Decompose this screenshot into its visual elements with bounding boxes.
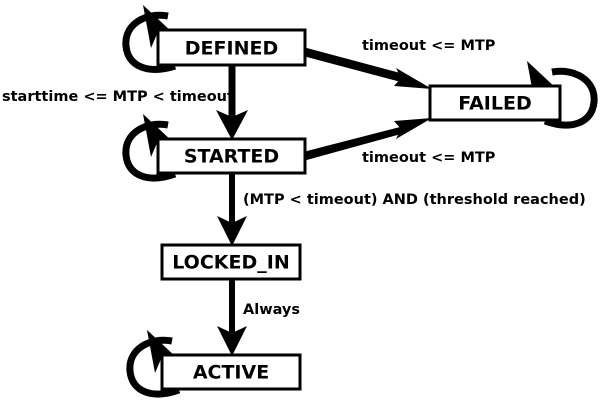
state-label-defined: DEFINED (185, 38, 278, 60)
failed-self-loop-path (543, 67, 598, 129)
edge-label-started-locked-in: (MTP < timeout) AND (threshold reached) (243, 192, 586, 208)
transition-started-locked-in[interactable] (217, 173, 247, 246)
state-box-started (156, 137, 307, 175)
transition-started-failed[interactable] (303, 118, 432, 161)
started-failed-arrowhead (394, 118, 432, 139)
transition-defined-self[interactable] (122, 5, 177, 73)
state-box-failed (428, 84, 562, 122)
locked-in-active-arrowhead (217, 326, 247, 356)
state-box-defined (156, 28, 307, 67)
state-label-active: ACTIVE (193, 362, 269, 384)
state-node-started[interactable]: STARTED (156, 137, 307, 175)
transition-defined-failed[interactable] (303, 47, 432, 89)
defined-started-arrowhead (216, 110, 248, 140)
state-box-active (160, 353, 302, 391)
state-node-locked-in[interactable]: LOCKED_IN (160, 243, 302, 281)
transition-locked-in-active[interactable] (217, 279, 247, 356)
transition-defined-started[interactable] (216, 66, 248, 140)
defined-failed-arrowhead (394, 68, 432, 89)
state-node-defined[interactable]: DEFINED (156, 28, 307, 67)
started-locked-in-arrowhead (217, 216, 247, 246)
edge-label-started-failed: timeout <= MTP (362, 150, 496, 166)
active-self-loop-arrowhead (147, 330, 177, 373)
state-box-locked-in (160, 243, 302, 281)
state-label-locked-in: LOCKED_IN (172, 252, 289, 274)
started-failed-line (303, 126, 404, 161)
edge-label-locked-in-active: Always (243, 302, 300, 318)
state-label-failed: FAILED (458, 93, 531, 115)
state-node-active[interactable]: ACTIVE (160, 353, 302, 391)
transition-started-self[interactable] (122, 114, 177, 182)
started-self-loop-arrowhead (143, 114, 173, 157)
state-label-started: STARTED (184, 146, 279, 168)
edge-label-defined-failed: timeout <= MTP (362, 38, 496, 54)
defined-failed-line (303, 47, 404, 82)
defined-self-loop-arrowhead (143, 5, 173, 48)
state-node-failed[interactable]: FAILED (428, 84, 562, 122)
transition-active-self[interactable] (126, 330, 181, 398)
edge-label-defined-started: starttime <= MTP < timeout (2, 89, 234, 105)
